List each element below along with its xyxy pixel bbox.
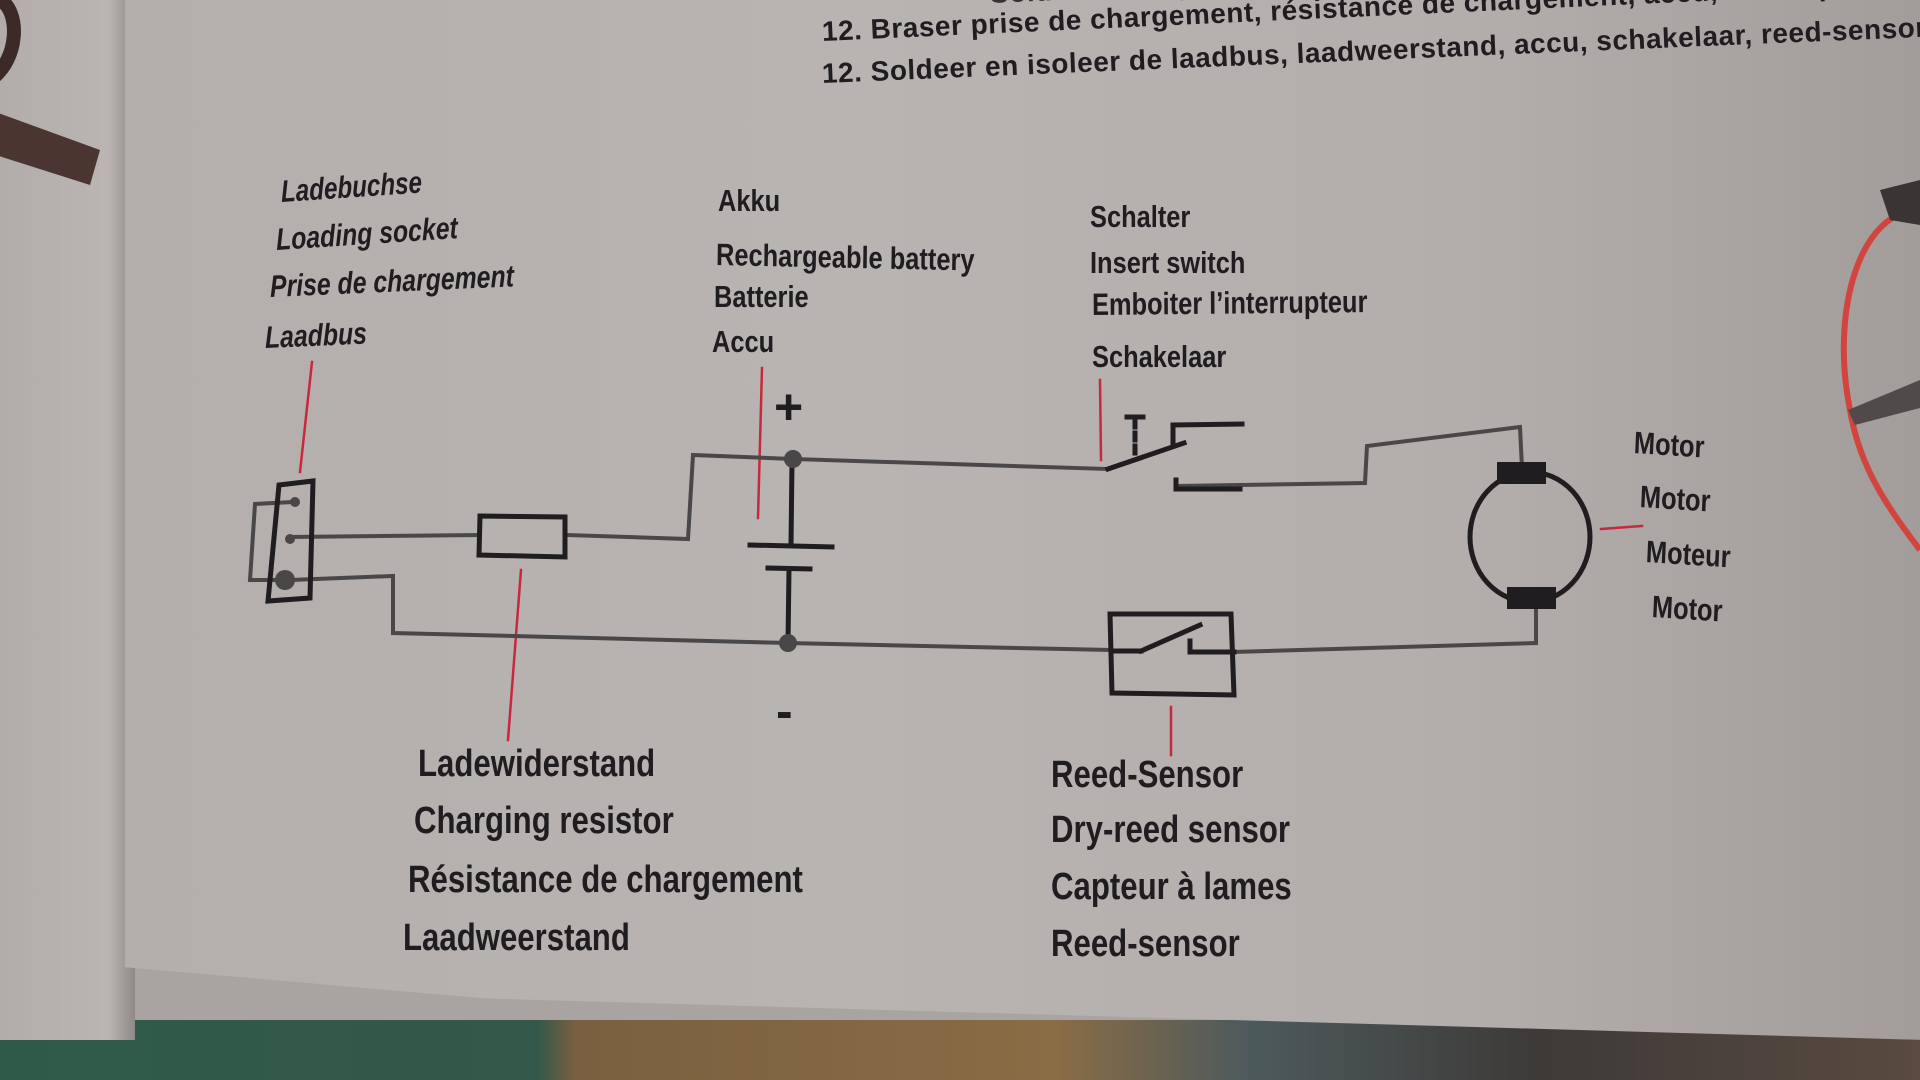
battery-long-plate: [747, 542, 835, 550]
leader-battery: [756, 366, 764, 520]
leader-switch: [1098, 378, 1103, 462]
label-battery-fr: Batterie: [714, 279, 809, 314]
battery-nodes: [779, 450, 802, 652]
motor-symbol: [1467, 462, 1593, 609]
wire-socket-bottom: [287, 573, 791, 646]
label-reed-fr: Capteur à lames: [1051, 866, 1292, 908]
socket-body: [265, 478, 316, 604]
charging-resistor-symbol: [476, 513, 568, 560]
label-battery-de: Akku: [718, 183, 781, 218]
socket-pins: [275, 497, 300, 590]
switch-upper-contact: [1170, 421, 1245, 428]
battery-plus-sign: +: [774, 379, 804, 435]
label-resistor-de: Ladewiderstand: [418, 743, 656, 785]
label-switch-en: Insert switch: [1090, 245, 1246, 280]
battery-symbol: [747, 459, 835, 646]
wire-resistor-battery: [563, 452, 796, 542]
wire-battery-reed: [785, 640, 1113, 653]
label-reed-en: Dry-reed sensor: [1051, 809, 1291, 851]
leader-resistor: [506, 568, 523, 742]
manual-page: [125, 0, 1920, 1040]
motor-circle: [1467, 469, 1593, 605]
leader-motor: [1599, 524, 1644, 531]
reed-sensor-box: [1107, 611, 1237, 698]
battery-minus-lead: [785, 566, 792, 646]
reed-sensor-symbol: [1107, 611, 1237, 698]
pliers-handle-object: [0, 0, 100, 185]
node-battery-plus: [784, 450, 802, 468]
loading-socket-symbol: [265, 478, 316, 604]
motor-brush-top: [1497, 462, 1546, 484]
label-reed-nl: Reed-sensor: [1051, 923, 1240, 965]
label-resistor-en: Charging resistor: [414, 800, 674, 842]
wires: [247, 424, 1538, 655]
label-battery-nl: Accu: [712, 324, 775, 359]
battery-plus-lead: [788, 459, 795, 548]
wire-battery-switch: [790, 456, 1111, 472]
node-battery-minus: [779, 634, 797, 652]
socket-pin-middle: [285, 534, 295, 544]
switch-symbol: [1104, 414, 1245, 492]
label-resistor-nl: Laadweerstand: [403, 917, 630, 959]
socket-pin-bottom: [275, 570, 295, 590]
label-switch-nl: Schakelaar: [1092, 339, 1227, 374]
label-resistor-fr: Résistance de chargement: [408, 859, 803, 901]
wire-socket-resistor: [287, 532, 483, 540]
wire-switch-motor: [1174, 424, 1525, 489]
leader-lines: [298, 360, 1644, 757]
wire-reed-motor: [1231, 608, 1538, 655]
red-cable-object: [1840, 180, 1920, 552]
battery-minus-sign: -: [776, 683, 793, 739]
label-reed-de: Reed-Sensor: [1051, 754, 1244, 796]
label-switch-de: Schalter: [1090, 199, 1191, 234]
leader-loading-socket: [298, 360, 314, 474]
reed-contact-blade: [1137, 621, 1204, 655]
motor-brush-bottom: [1507, 587, 1556, 609]
socket-pin-top: [290, 497, 300, 507]
